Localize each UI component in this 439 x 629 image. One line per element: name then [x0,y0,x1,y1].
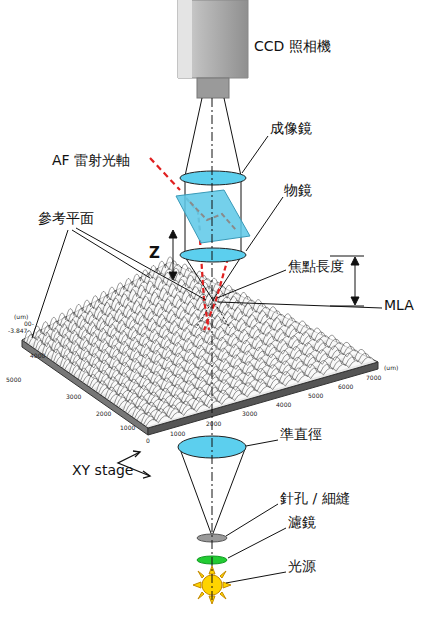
part-label: 物鏡 [284,182,312,198]
drawing-stroke [76,228,206,300]
axis-tick: 2000 [206,420,221,427]
part-label: 濾鏡 [288,514,316,530]
part-label: 參考平面 [38,210,94,226]
drawing-stroke [351,297,359,305]
drawing-stroke [169,272,177,280]
axis-tick: 1000 [170,430,185,437]
axis-tick: 2000 [96,410,111,417]
drawing-stroke [204,258,228,330]
part-label: 光源 [288,558,316,574]
drawing-stroke [224,98,241,176]
axis-label: (um) [14,313,28,320]
drawing-stroke [185,98,202,176]
axis-tick: 0 [146,437,150,444]
axis-tick: 4000 [30,352,45,359]
microlens-array [24,257,374,427]
drawing-stroke [220,592,226,599]
drawing-stroke [213,300,230,328]
part-label: CCD 照相機 [254,38,331,54]
drawing-stroke [198,571,204,578]
axis-tick: 3000 [242,410,257,417]
drawing-stroke [193,582,201,588]
part-label: MLA [384,297,414,313]
axis-tick: 6000 [338,383,353,390]
drawing-stroke [178,0,248,78]
axis-tick: 5000 [308,392,323,399]
drawing-stroke [178,0,192,78]
drawing-stroke [330,306,364,307]
axis-tick: 3000 [66,393,81,400]
drawing-stroke [169,230,177,238]
drawing-stroke [185,257,213,300]
drawing-stroke [180,449,212,536]
drawing-stroke [143,471,150,478]
beam-lines [180,98,245,536]
part-label: XY stage [72,462,133,478]
part-label: 準直徑 [280,426,322,442]
drawing-stroke [330,256,364,257]
part-label: 針孔 / 細縫 [280,490,350,506]
drawing-stroke [246,440,278,446]
axis-tick: 4000 [276,401,291,408]
drawing-stroke [228,528,286,558]
ccd-camera [178,0,248,98]
af-laser-in-splitter [190,202,236,230]
imaging-lens [180,171,246,185]
axis-label: (um) [384,364,398,371]
part-label: 成像鏡 [270,120,312,136]
drawing-stroke [133,451,140,457]
drawing-stroke [246,197,283,251]
surface-plot [22,257,378,435]
drawing-stroke [220,571,226,578]
dimension-label: Z [149,245,160,261]
optical-axis [212,98,213,600]
drawing-stroke [185,180,186,253]
beam-splitter [176,190,250,243]
drawing-stroke [217,270,286,298]
axis-tick: -3.847- [8,327,30,334]
axis-tick: 00- [24,320,34,327]
drawing-stroke [218,302,382,308]
z-dimension [169,230,177,280]
drawing-stroke [226,572,286,583]
drawing-stroke [72,230,150,278]
part-label: AF 雷射光軸 [52,152,130,168]
drawing-stroke [197,78,229,98]
drawing-stroke [212,449,245,536]
axis-tick: 7000 [366,374,381,381]
drawing-stroke [198,592,204,599]
drawing-stroke [173,234,174,276]
drawing-stroke [241,180,242,253]
objective-lens [180,248,246,262]
dimension-label: 焦點長度 [288,258,344,274]
axis-tick: 5000 [6,376,21,383]
drawing-stroke [226,504,278,536]
drawing-stroke [32,230,68,338]
drawing-stroke [355,260,356,302]
leader-lines [32,136,382,583]
axis-tick: 1000 [120,424,135,431]
drawing-stroke [242,136,268,173]
drawing-stroke [351,257,359,265]
drawing-stroke [150,158,180,190]
